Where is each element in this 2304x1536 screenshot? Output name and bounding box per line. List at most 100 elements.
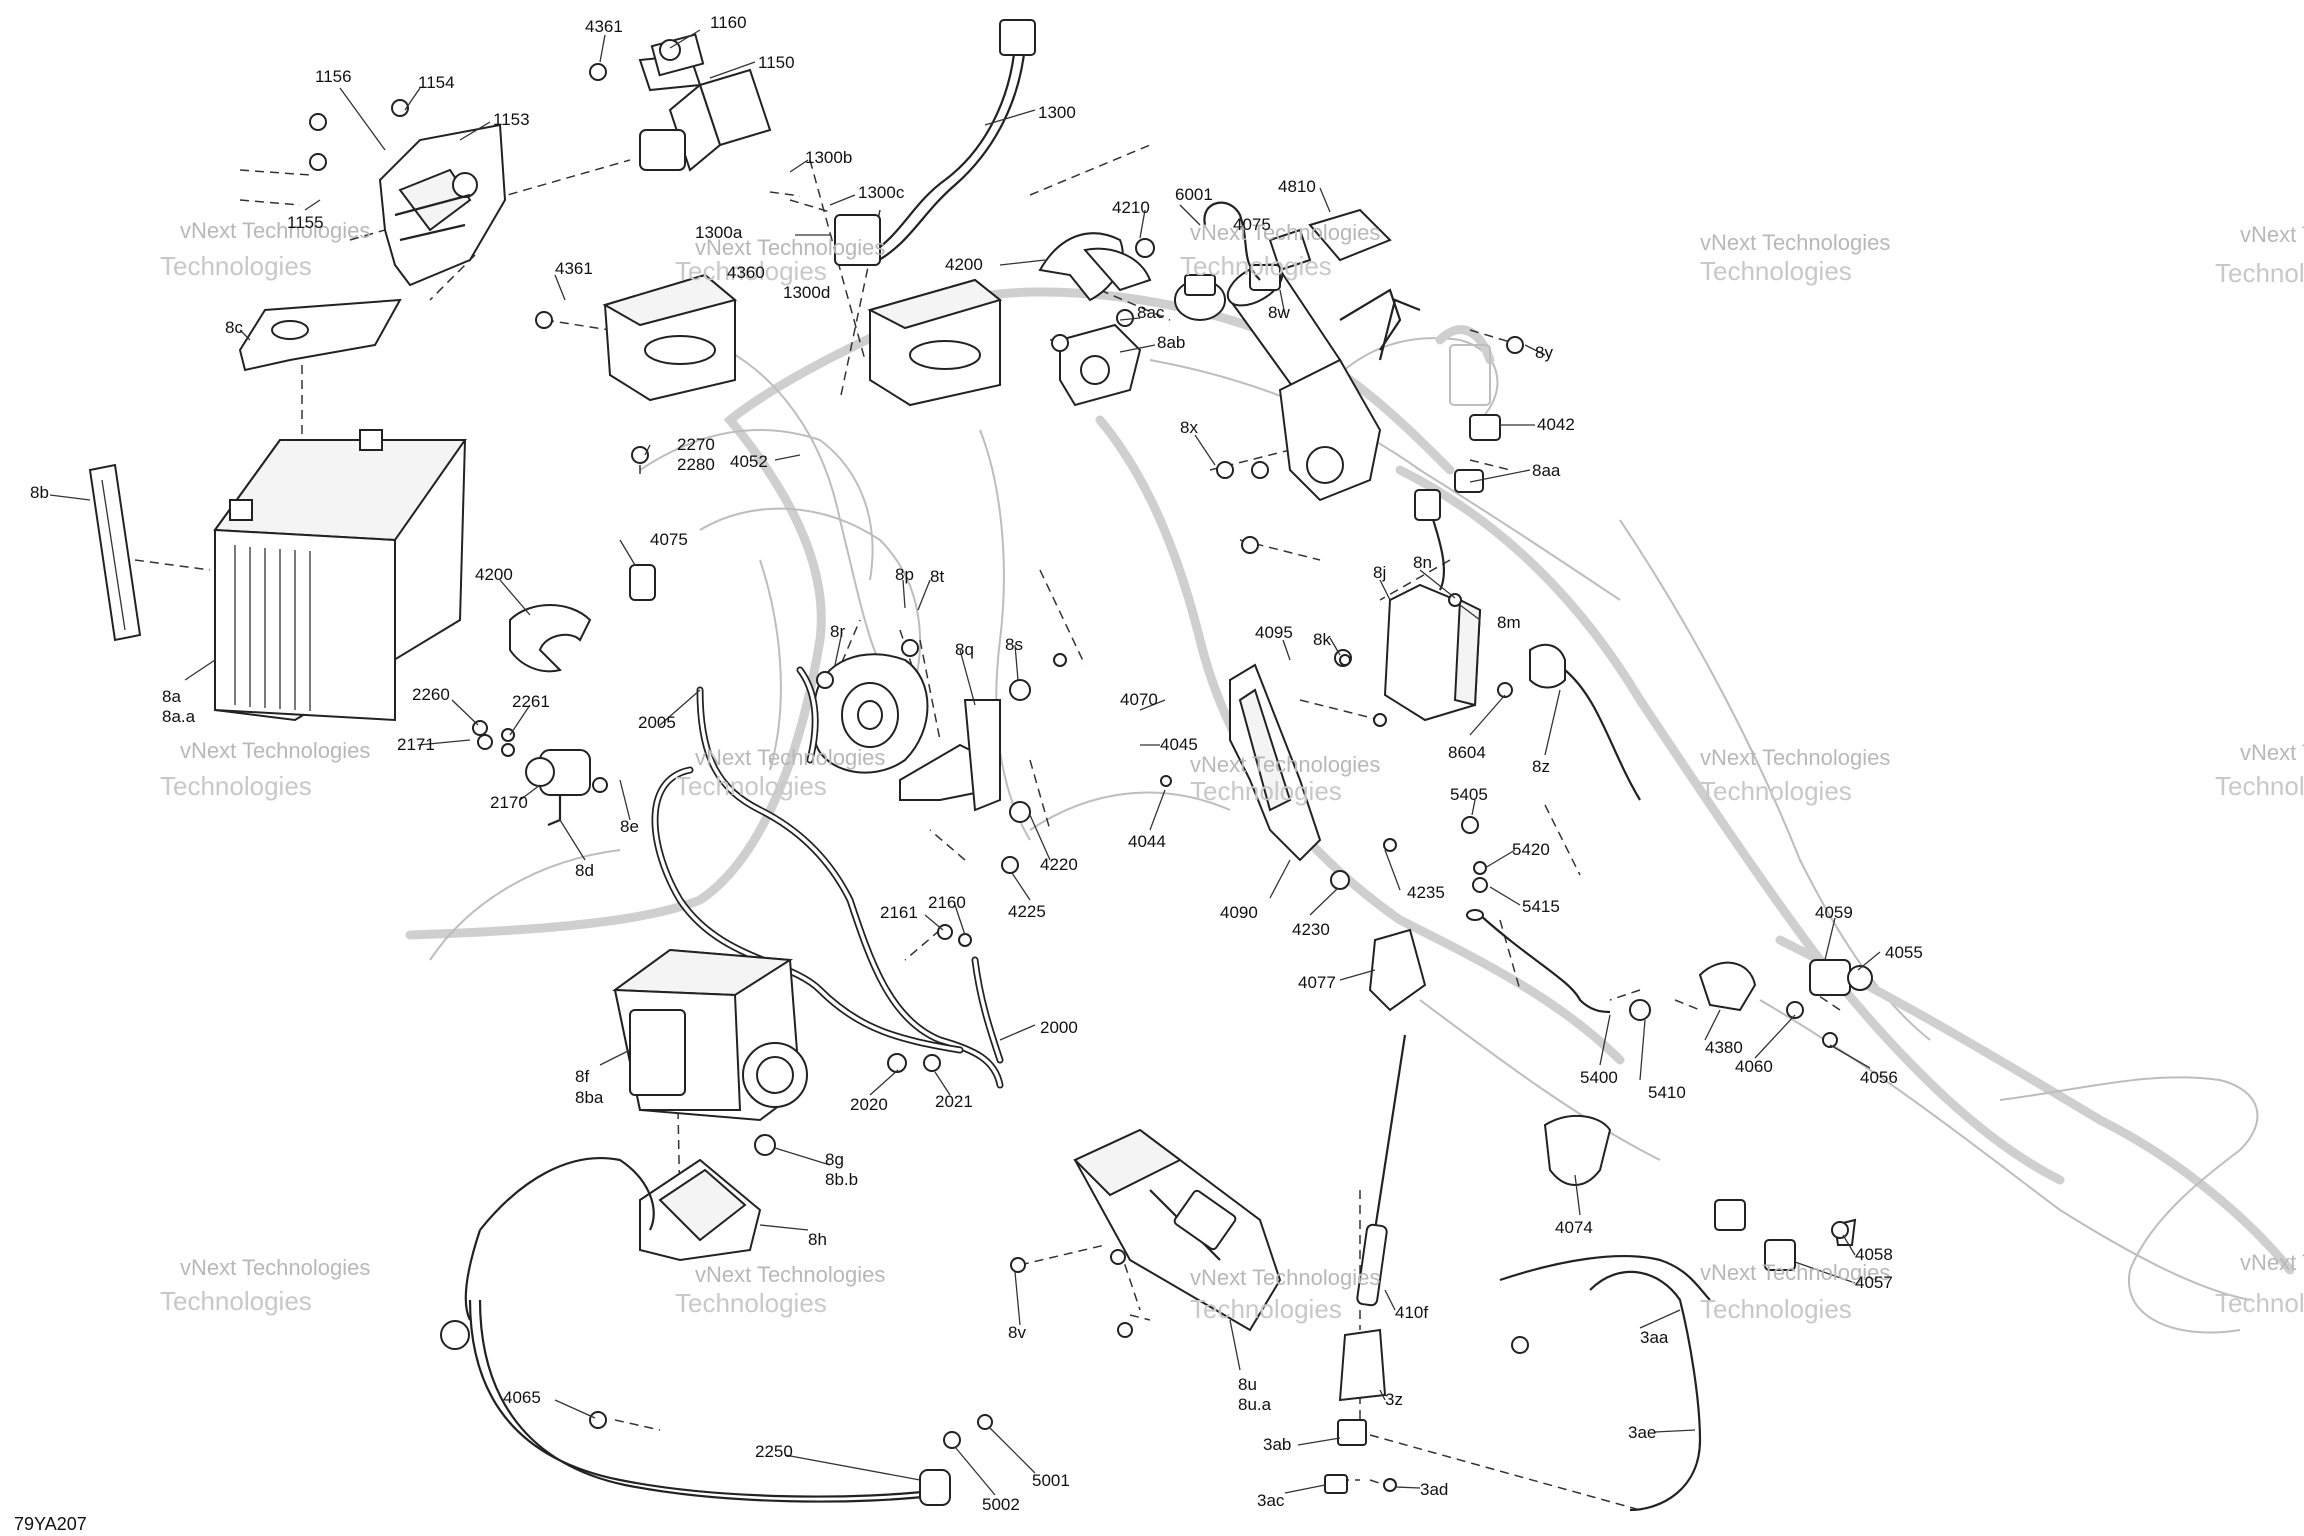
harness-1300-part bbox=[834, 19, 1036, 266]
watermark-text: vNext Technologies bbox=[1190, 1265, 1380, 1290]
motor-8w-part bbox=[1226, 263, 1421, 502]
clip-4074-part bbox=[1543, 1114, 1612, 1186]
watermark-text: vNext Technologies bbox=[1700, 745, 1890, 770]
callout-label: 2005 bbox=[638, 713, 676, 732]
callout-label: 8ab bbox=[1157, 333, 1185, 352]
watermark-text: Technologies bbox=[2215, 1288, 2304, 1318]
callout-label: 4070 bbox=[1120, 690, 1158, 709]
callout-label: 8x bbox=[1180, 418, 1198, 437]
callout-label: 4380 bbox=[1705, 1038, 1743, 1057]
callout-label: 5405 bbox=[1450, 785, 1488, 804]
watermark-text: Technologies bbox=[675, 771, 827, 801]
callout-label: 8c bbox=[225, 318, 243, 337]
callout-label: 8j bbox=[1373, 563, 1386, 582]
callout-label: 2261 bbox=[512, 692, 550, 711]
watermark-text: vNext Technologies bbox=[1700, 1260, 1890, 1285]
callout-label: 5415 bbox=[1522, 897, 1560, 916]
callout-label: 4060 bbox=[1735, 1057, 1773, 1076]
watermark-text: vNext Technologies bbox=[2240, 222, 2304, 247]
callout-label: 2020 bbox=[850, 1095, 888, 1114]
callout-label: 1300 bbox=[1038, 103, 1076, 122]
callout-label: 8u.a bbox=[1238, 1395, 1272, 1414]
callout-label: 4057 bbox=[1855, 1273, 1893, 1292]
callout-label: 8f bbox=[575, 1067, 589, 1086]
callout-label: 2161 bbox=[880, 903, 918, 922]
callout-label: 5001 bbox=[1032, 1471, 1070, 1490]
watermark-text: Technologies bbox=[675, 256, 827, 286]
callout-label: 2260 bbox=[412, 685, 450, 704]
horn-8q-part bbox=[814, 653, 1001, 812]
callout-label: 8ac bbox=[1137, 303, 1165, 322]
callout-label: 1300c bbox=[858, 183, 905, 202]
watermark-text: Technologies bbox=[675, 1288, 827, 1318]
callout-label: 5002 bbox=[982, 1495, 1020, 1514]
watermark-text: vNext Technologies bbox=[180, 1255, 370, 1280]
callout-label: 1160 bbox=[710, 13, 747, 32]
callout-label: 8d bbox=[575, 861, 594, 880]
callout-label: 8p bbox=[895, 565, 914, 584]
callout-label: 8s bbox=[1005, 635, 1023, 654]
callout-label: 3ae bbox=[1628, 1423, 1656, 1442]
callout-label: 8y bbox=[1535, 343, 1553, 362]
callout-label: 4056 bbox=[1860, 1068, 1898, 1087]
callout-label: 2021 bbox=[935, 1092, 973, 1111]
diagram-code: 79YA207 bbox=[14, 1514, 87, 1534]
callout-label: 2160 bbox=[928, 893, 966, 912]
watermark-text: Technologies bbox=[160, 251, 312, 281]
watermark-text: Technologies bbox=[1180, 251, 1332, 281]
callout-label: 8b.b bbox=[825, 1170, 858, 1189]
sensor-6001-part bbox=[1174, 201, 1261, 321]
watermark-text: Technologies bbox=[160, 771, 312, 801]
callout-label: 8r bbox=[830, 622, 845, 641]
watermark-text: vNext Technologies bbox=[695, 745, 885, 770]
callout-label: 2270 bbox=[677, 435, 715, 454]
watermark-text: vNext Technologies bbox=[695, 235, 885, 260]
callout-label: 6001 bbox=[1175, 185, 1213, 204]
clip-4200-part bbox=[1038, 232, 1152, 302]
battery-strap-part bbox=[88, 463, 142, 642]
watermark-text: Technologies bbox=[160, 1286, 312, 1316]
watermark-text: Technologies bbox=[2215, 258, 2304, 288]
watermark-text: vNext Technologies bbox=[1190, 752, 1380, 777]
callout-label: 3ad bbox=[1420, 1480, 1448, 1499]
callout-label: 4200 bbox=[945, 255, 983, 274]
clip-4077-part bbox=[1368, 928, 1427, 1012]
watermark-text: vNext Technologies bbox=[180, 738, 370, 763]
clip-4042-part bbox=[1414, 414, 1501, 591]
callout-label: 4058 bbox=[1855, 1245, 1893, 1264]
callout-label: 5410 bbox=[1648, 1083, 1686, 1102]
callout-label: 3ac bbox=[1257, 1491, 1285, 1510]
callout-label: 4044 bbox=[1128, 832, 1166, 851]
callout-label: 4055 bbox=[1885, 943, 1923, 962]
callout-label: 8604 bbox=[1448, 743, 1486, 762]
connector-4810-part bbox=[1249, 208, 1392, 291]
callout-label: 4042 bbox=[1537, 415, 1575, 434]
callout-label: 4095 bbox=[1255, 623, 1293, 642]
watermark-text: Technologies bbox=[1700, 776, 1852, 806]
callout-label: 8v bbox=[1008, 1323, 1026, 1342]
callout-label: 4360 bbox=[727, 263, 765, 282]
parts bbox=[88, 19, 1873, 1512]
watermark-text: Technologies bbox=[1190, 776, 1342, 806]
bracket-8u-part bbox=[1073, 1128, 1282, 1332]
callout-label: 8ba bbox=[575, 1088, 604, 1107]
callout-label: 1300d bbox=[783, 283, 830, 302]
callout-label: 3aa bbox=[1640, 1328, 1669, 1347]
callout-label: 5400 bbox=[1580, 1068, 1618, 1087]
fasteners bbox=[309, 63, 1849, 1492]
battery-part bbox=[213, 429, 467, 722]
callout-label: 8b bbox=[30, 483, 49, 502]
callout-label: 2280 bbox=[677, 455, 715, 474]
module-4360-part bbox=[602, 273, 1003, 407]
ground-wire-5400-part bbox=[1466, 909, 1651, 1021]
callout-label: 1300b bbox=[805, 148, 852, 167]
leader-lines bbox=[49, 29, 1881, 1496]
watermark-text: Technologies bbox=[2215, 771, 2304, 801]
watermark-text: Technologies bbox=[1190, 1294, 1342, 1324]
watermarks: vNext Technologies Technologies vNext Te… bbox=[160, 218, 2304, 1324]
module-1150-part bbox=[638, 33, 772, 172]
harness-2250-part bbox=[440, 1157, 951, 1506]
callout-label: 3z bbox=[1385, 1390, 1403, 1409]
callout-label: 8e bbox=[620, 817, 639, 836]
